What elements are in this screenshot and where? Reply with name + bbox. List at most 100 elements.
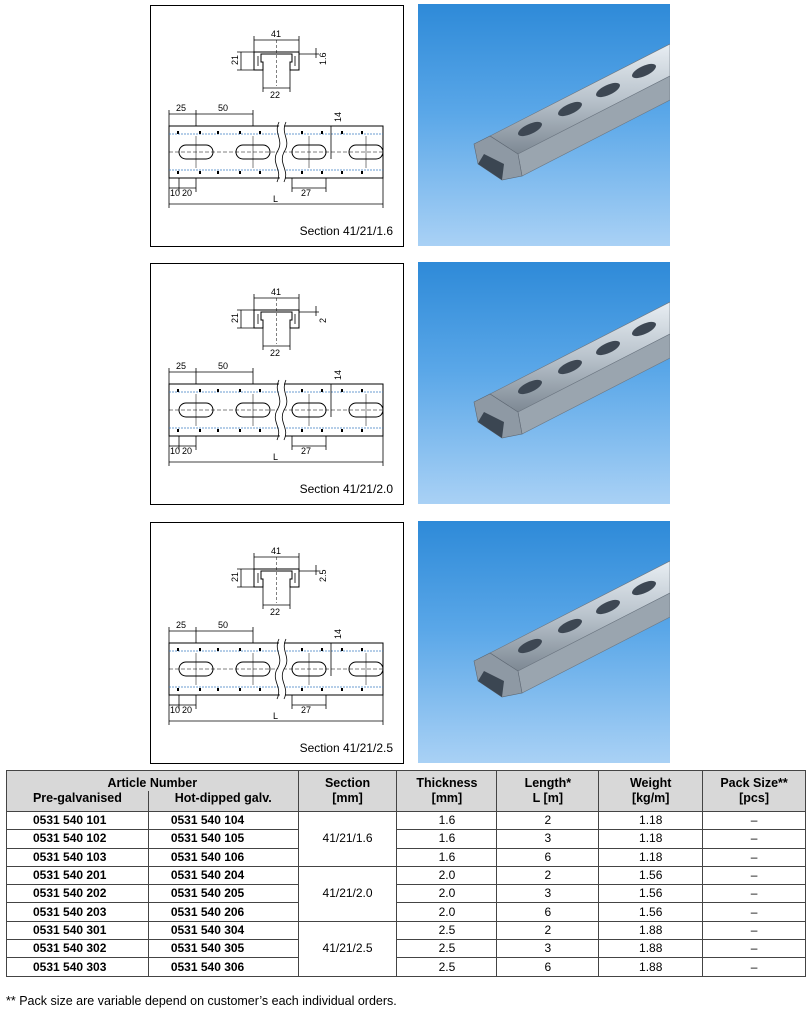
pack-size-cell: –: [702, 939, 806, 959]
thickness-cell: 1.6: [396, 847, 498, 867]
dim-opening: 22: [270, 348, 280, 358]
dim-opening: 22: [270, 90, 280, 100]
length-cell: 2: [496, 810, 600, 831]
header-pack-size: Pack Size**[pcs]: [702, 770, 806, 812]
dim-top-width: 41: [271, 287, 281, 297]
pre-galvanised-cell: 0531 540 303: [6, 957, 149, 977]
weight-cell: 1.56: [598, 884, 704, 904]
article-table: Article Number Section[mm] Thickness[mm]…: [6, 770, 806, 977]
header-pre-galvanised: Pre-galvanised: [6, 791, 149, 812]
pack-size-cell: –: [702, 902, 806, 922]
section-cell: 41/21/2.0: [297, 865, 398, 922]
section-cell: 41/21/2.5: [297, 920, 398, 977]
section-drawing-svg: 41 21 22 2 25 50 14 10 20 27 L: [168, 287, 384, 466]
dim-slot-width: 27: [301, 705, 311, 715]
dim-thickness: 1.6: [318, 52, 328, 65]
hot-dipped-cell: 0531 540 204: [147, 865, 299, 886]
pre-galvanised-cell: 0531 540 202: [6, 884, 149, 904]
hot-dipped-cell: 0531 540 205: [147, 884, 299, 904]
pre-galvanised-cell: 0531 540 103: [6, 847, 149, 867]
thickness-cell: 2.5: [396, 920, 498, 941]
header-hot-dipped: Hot-dipped galv.: [147, 791, 299, 812]
section-cell: 41/21/1.6: [297, 811, 398, 867]
channel-photo-svg: [473, 560, 670, 698]
header-article-number: Article Number: [6, 770, 299, 791]
weight-cell: 1.88: [598, 957, 704, 977]
length-cell: 3: [496, 829, 600, 849]
header-section: Section[mm]: [297, 770, 398, 812]
dim-edge2: 20: [182, 446, 192, 456]
length-cell: 6: [496, 902, 600, 922]
dim-spacing: 50: [218, 620, 228, 630]
length-cell: 6: [496, 957, 600, 977]
dim-height: 21: [230, 55, 240, 65]
pack-size-cell: –: [702, 884, 806, 904]
section-drawing: 41 21 22 1.6 25 50 14 10 20 27 L Section…: [150, 5, 404, 247]
dim-length: L: [273, 711, 278, 721]
section-drawing: 41 21 22 2.5 25 50 14 10 20 27 L Section…: [150, 522, 404, 764]
dim-slot-width: 27: [301, 188, 311, 198]
dim-height: 21: [230, 313, 240, 323]
dim-spacing-first: 25: [176, 103, 186, 113]
length-cell: 6: [496, 847, 600, 867]
dim-slot-height: 14: [333, 629, 343, 639]
dim-opening: 22: [270, 607, 280, 617]
length-cell: 3: [496, 884, 600, 904]
dim-edge2: 20: [182, 705, 192, 715]
hot-dipped-cell: 0531 540 105: [147, 829, 299, 849]
length-cell: 2: [496, 920, 600, 941]
weight-cell: 1.56: [598, 865, 704, 886]
footnote: ** Pack size are variable depend on cust…: [6, 994, 397, 1008]
dim-spacing-first: 25: [176, 361, 186, 371]
pre-galvanised-cell: 0531 540 102: [6, 829, 149, 849]
pack-size-cell: –: [702, 957, 806, 977]
channel-photo-svg: [473, 301, 670, 439]
hot-dipped-cell: 0531 540 206: [147, 902, 299, 922]
dim-length: L: [273, 452, 278, 462]
thickness-cell: 2.5: [396, 957, 498, 977]
thickness-cell: 2.0: [396, 884, 498, 904]
pack-size-cell: –: [702, 829, 806, 849]
section-caption: Section 41/21/1.6: [299, 224, 393, 238]
dim-edge1: 10: [170, 446, 180, 456]
thickness-cell: 2.0: [396, 902, 498, 922]
dim-height: 21: [230, 572, 240, 582]
pack-size-cell: –: [702, 920, 806, 941]
dim-slot-width: 27: [301, 446, 311, 456]
section-drawing-svg: 41 21 22 2.5 25 50 14 10 20 27 L: [168, 546, 384, 725]
header-weight: Weight[kg/m]: [598, 770, 704, 812]
thickness-cell: 2.0: [396, 865, 498, 886]
dim-length: L: [273, 194, 278, 204]
channel-photo-svg: [473, 43, 670, 181]
dim-slot-height: 14: [333, 370, 343, 380]
dim-edge2: 20: [182, 188, 192, 198]
dim-top-width: 41: [271, 29, 281, 39]
pack-size-cell: –: [702, 865, 806, 886]
length-cell: 2: [496, 865, 600, 886]
dim-thickness: 2.5: [318, 569, 328, 582]
weight-cell: 1.18: [598, 810, 704, 831]
channel-photo: [418, 521, 670, 763]
section-drawing: 41 21 22 2 25 50 14 10 20 27 L Section 4…: [150, 263, 404, 505]
channel-photo: [418, 262, 670, 504]
pack-size-cell: –: [702, 810, 806, 831]
dim-edge1: 10: [170, 188, 180, 198]
weight-cell: 1.18: [598, 847, 704, 867]
hot-dipped-cell: 0531 540 106: [147, 847, 299, 867]
weight-cell: 1.88: [598, 939, 704, 959]
pre-galvanised-cell: 0531 540 201: [6, 865, 149, 886]
thickness-cell: 1.6: [396, 829, 498, 849]
dim-slot-height: 14: [333, 112, 343, 122]
section-caption: Section 41/21/2.0: [299, 482, 393, 496]
dim-top-width: 41: [271, 546, 281, 556]
section-caption: Section 41/21/2.5: [299, 741, 393, 755]
